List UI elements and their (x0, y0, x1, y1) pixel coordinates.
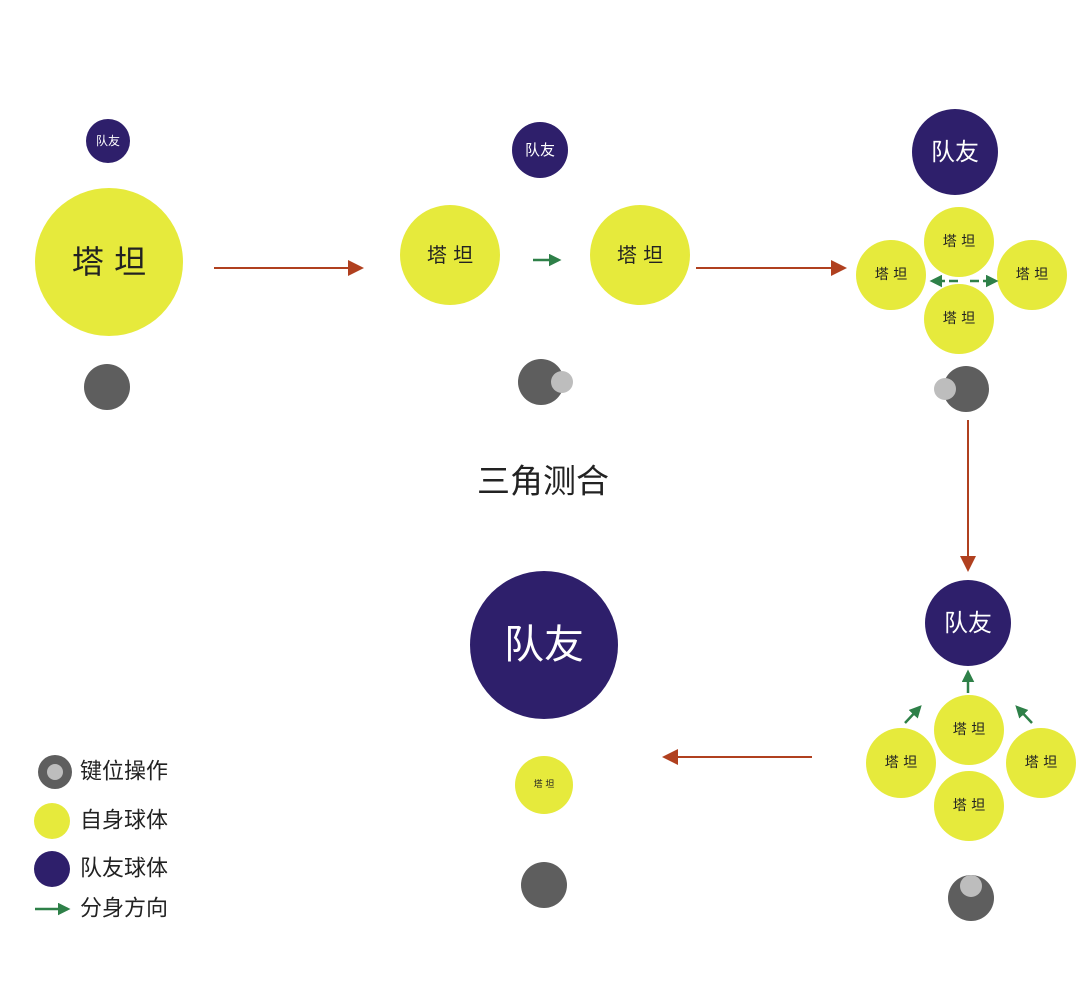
tank-label: 塔 坦 (617, 243, 663, 267)
diagram-title: 三角测合 (477, 462, 609, 501)
teammate-label: 队友 (96, 133, 120, 148)
stage-4: 队友 塔 坦 塔 坦 塔 坦 塔 坦 (866, 580, 1076, 921)
joystick-knob (934, 378, 956, 400)
tank-ball (515, 756, 573, 814)
stage-final: 队友 塔 坦 (470, 571, 618, 908)
tank-ball (1006, 728, 1076, 798)
tank-label: 塔 坦 (1025, 755, 1057, 771)
teammate-label: 队友 (525, 141, 555, 159)
legend: 键位操作 自身球体 队友球体 分身方向 (34, 755, 168, 922)
tank-label: 塔 坦 (534, 778, 555, 790)
tank-ball-split (590, 205, 690, 305)
teammate-ball (470, 571, 618, 719)
tank-ball (35, 188, 183, 336)
tank-label: 塔 坦 (1016, 267, 1048, 283)
tank-label: 塔 坦 (885, 755, 917, 771)
joystick-icon (948, 875, 994, 921)
self-ball-icon (34, 803, 70, 839)
joystick-icon (518, 359, 564, 405)
joystick-knob (960, 875, 982, 897)
joystick-icon (521, 862, 567, 908)
split-arrow-diag-right (1015, 705, 1033, 724)
tank-ball (856, 240, 926, 310)
teammate-ball (912, 109, 998, 195)
joystick-knob (47, 764, 63, 780)
teammate-ball (925, 580, 1011, 666)
tank-label: 塔 坦 (953, 722, 985, 738)
teammate-label: 队友 (944, 609, 992, 637)
tank-label: 塔 坦 (72, 243, 146, 281)
tank-ball (934, 771, 1004, 841)
tank-ball (866, 728, 936, 798)
tank-label: 塔 坦 (953, 798, 985, 814)
teammate-label: 队友 (504, 622, 584, 668)
tank-label: 塔 坦 (427, 243, 473, 267)
tank-ball (400, 205, 500, 305)
stage-2: 队友 塔 坦 塔 坦 (400, 122, 690, 405)
tank-label: 塔 坦 (875, 267, 907, 283)
split-arrow-diag-left (904, 705, 922, 724)
stage-3: 队友 塔 坦 塔 坦 塔 坦 塔 坦 (856, 109, 1067, 412)
legend-label: 自身球体 (80, 809, 168, 834)
tank-ball (997, 240, 1067, 310)
tank-label: 塔 坦 (943, 234, 975, 250)
tank-ball (924, 284, 994, 354)
joystick-icon (943, 366, 989, 412)
legend-label: 分身方向 (80, 897, 168, 922)
teammate-label: 队友 (931, 138, 979, 166)
joystick-knob (551, 371, 573, 393)
tank-ball (924, 207, 994, 277)
teammate-ball (512, 122, 568, 178)
tank-label: 塔 坦 (943, 311, 975, 327)
legend-label: 键位操作 (80, 760, 168, 785)
tank-ball (934, 695, 1004, 765)
stage-1: 队友 塔 坦 (35, 119, 183, 410)
teammate-ball-icon (34, 851, 70, 887)
legend-label: 队友球体 (80, 857, 168, 882)
teammate-ball (86, 119, 130, 163)
joystick-icon (84, 364, 130, 410)
